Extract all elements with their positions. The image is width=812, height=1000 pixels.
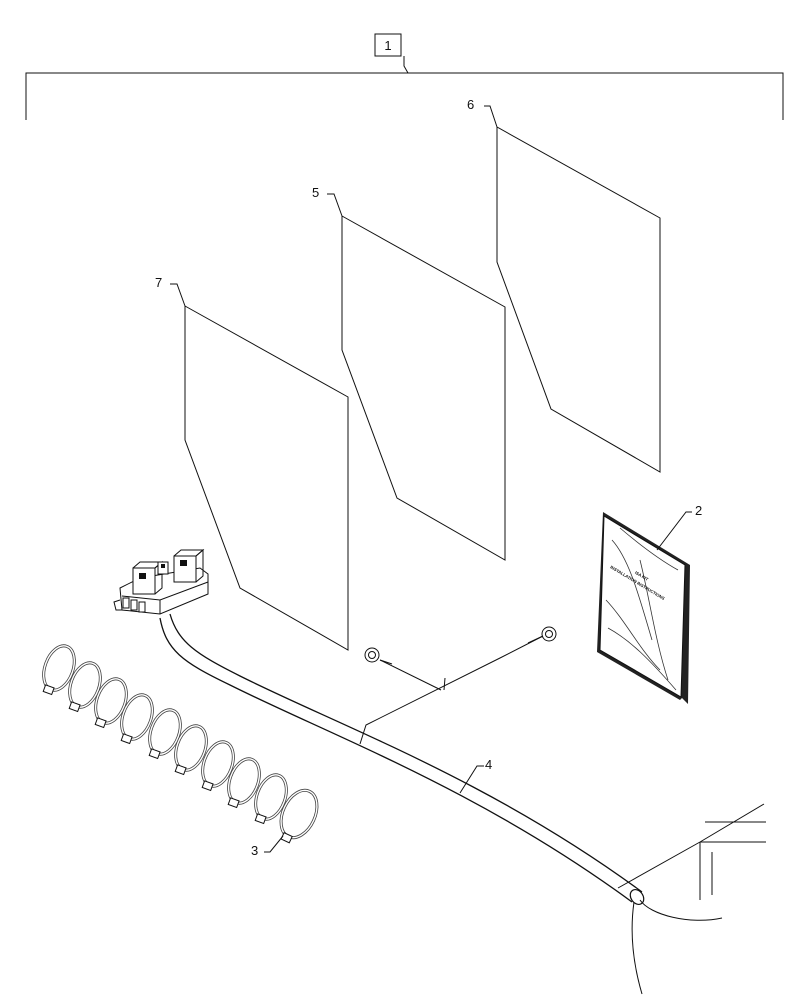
cable-tie [120,693,154,745]
decal-sheet-5 [341,215,506,561]
cable-tie [254,773,288,825]
cable-tie [227,757,261,809]
callout-label-4: 4 [485,757,492,772]
callout-box-1: 1 [374,33,402,57]
callout-label-6: 6 [467,97,474,112]
cable-tie [148,708,182,760]
assembly-bracket [25,56,784,120]
callout-6: 6 [467,97,498,128]
cable-tie [279,788,319,844]
callout-2: 2 [656,503,702,551]
callout-label-2: 2 [695,503,702,518]
callout-label-1: 1 [384,38,391,53]
callout-5: 5 [312,185,343,217]
decal-sheet-7 [184,305,349,651]
callout-label-7: 7 [155,275,162,290]
callout-4: 4 [459,757,492,794]
cable-tie [174,724,208,776]
cable-tie [42,644,76,696]
wire-harness [159,613,766,995]
relay-block [113,548,209,615]
cable-tie [94,677,128,729]
callout-label-3: 3 [251,843,258,858]
cable-tie [201,740,235,792]
callout-label-5: 5 [312,185,319,200]
cable-tie [68,661,102,713]
instruction-manual: ISA KIT INSTALLATION INSTRUCTIONS [597,512,690,704]
callout-7: 7 [155,275,186,307]
cable-ties [42,644,319,844]
decal-sheet-6 [496,126,661,473]
callout-3: 3 [251,835,284,858]
